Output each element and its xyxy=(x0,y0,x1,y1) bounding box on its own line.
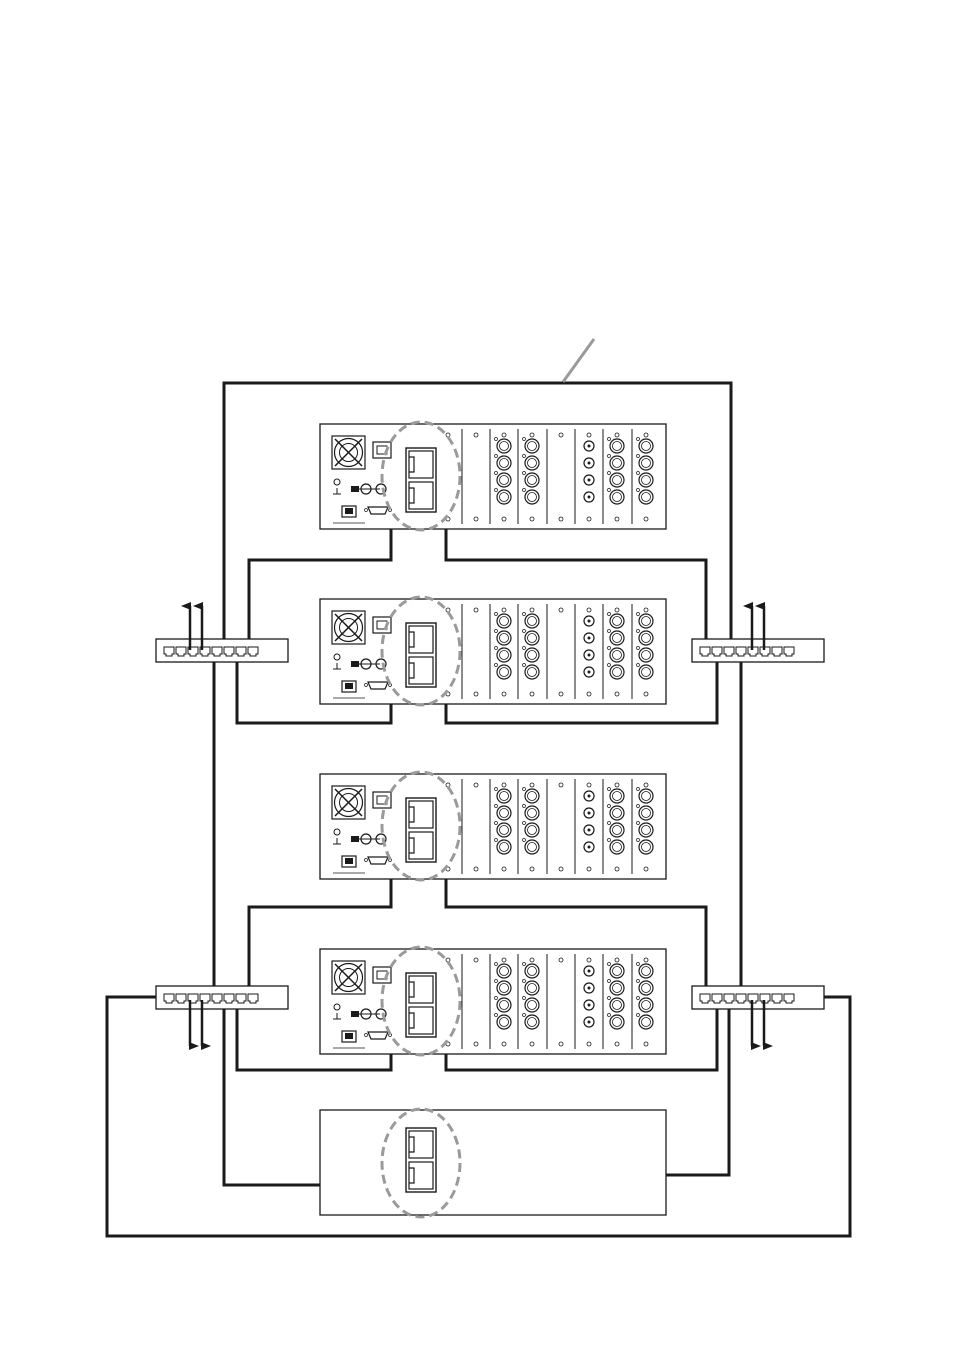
network-switch-4-icon xyxy=(692,986,824,1009)
rack-unit-2 xyxy=(320,599,666,704)
rack-unit-3 xyxy=(320,774,666,879)
jack-center-icon xyxy=(588,620,591,623)
jack-center-icon xyxy=(588,846,591,849)
jack-center-icon xyxy=(588,654,591,657)
network-switch-2-icon xyxy=(692,639,824,662)
controller-chassis xyxy=(320,1110,666,1215)
jack-center-icon xyxy=(588,795,591,798)
jack-center-icon xyxy=(588,462,591,465)
jack-center-icon xyxy=(588,445,591,448)
network-switch-3-icon xyxy=(156,986,288,1009)
controller-unit xyxy=(320,1110,666,1215)
jack-center-icon xyxy=(588,970,591,973)
jack-center-icon xyxy=(588,1004,591,1007)
jack-center-icon xyxy=(588,1021,591,1024)
jack-center-icon xyxy=(588,671,591,674)
jack-center-icon xyxy=(588,987,591,990)
network-switch-1-icon xyxy=(156,639,288,662)
jack-center-icon xyxy=(588,496,591,499)
jack-center-icon xyxy=(588,637,591,640)
leader-line xyxy=(563,339,594,382)
jack-center-icon xyxy=(588,479,591,482)
rack-unit-4 xyxy=(320,949,666,1054)
rack-unit-1 xyxy=(320,424,666,529)
jack-center-icon xyxy=(588,812,591,815)
jack-center-icon xyxy=(588,829,591,832)
